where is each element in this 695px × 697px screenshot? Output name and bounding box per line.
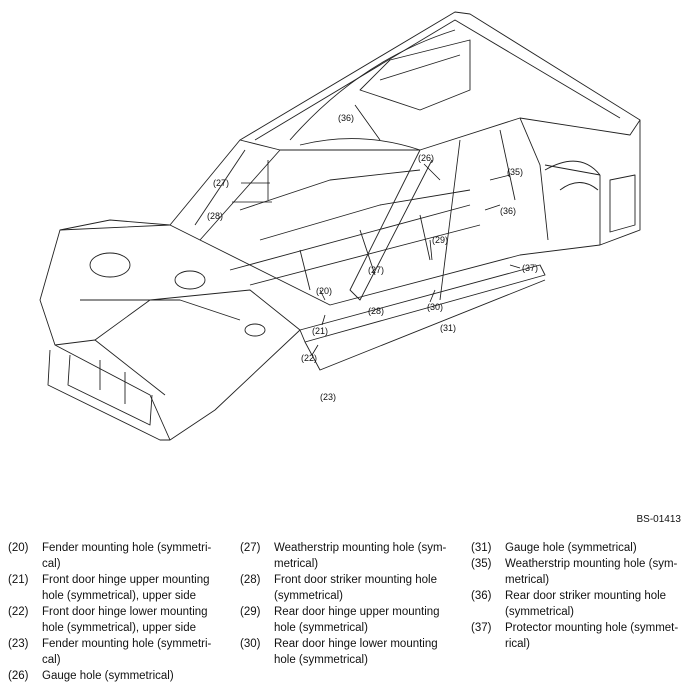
callout-28: (28) (207, 211, 223, 221)
legend-item: (26) Gauge hole (symmetrical) (8, 668, 233, 684)
legend-text: Weatherstrip mounting hole (sym- metrica… (505, 558, 678, 586)
callout-30: (30) (427, 302, 443, 312)
callout-36-b: (36) (500, 206, 516, 216)
legend-number: (27) (240, 542, 261, 554)
callout-27-b: (27) (368, 265, 384, 275)
legend-text: Rear door hinge upper mounting hole (sym… (274, 606, 440, 634)
callout-26: (26) (418, 153, 434, 163)
legend-item: (22) Front door hinge lower mounting hole… (8, 604, 233, 636)
legend-column-2: (27) Weatherstrip mounting hole (sym- met… (240, 540, 465, 668)
callout-37: (37) (522, 263, 538, 273)
legend-item: (30) Rear door hinge lower mounting hole … (240, 636, 465, 668)
callout-21: (21) (312, 326, 328, 336)
legend-item: (37) Protector mounting hole (symmet- ric… (471, 620, 686, 652)
callout-35: (35) (507, 167, 523, 177)
legend-number: (36) (471, 590, 492, 602)
legend-item: (21) Front door hinge upper mounting hole… (8, 572, 233, 604)
figure-code: BS-01413 (636, 514, 681, 525)
legend-column-3: (31) Gauge hole (symmetrical) (35) Weathers… (471, 540, 686, 652)
legend-number: (20) (8, 542, 29, 554)
legend-number: (22) (8, 606, 29, 618)
callout-29: (29) (432, 235, 448, 245)
legend-item: (28) Front door striker mounting hole (sy… (240, 572, 465, 604)
car-body-diagram: (20) (21) (22) (23) (26) (27) (27) (28) … (39, 11, 641, 441)
legend-item: (20) Fender mounting hole (symmetri- cal) (8, 540, 233, 572)
legend-number: (35) (471, 558, 492, 570)
legend-text: Gauge hole (symmetrical) (42, 670, 174, 682)
legend-number: (21) (8, 574, 29, 586)
legend-number: (28) (240, 574, 261, 586)
legend-number: (29) (240, 606, 261, 618)
legend-number: (37) (471, 622, 492, 634)
legend-text: Rear door striker mounting hole (symmetr… (505, 590, 667, 618)
legend-item: (27) Weatherstrip mounting hole (sym- met… (240, 540, 465, 572)
legend-text: Fender mounting hole (symmetri- cal) (42, 638, 212, 666)
legend-text: Protector mounting hole (symmet- rical) (505, 622, 679, 650)
legend-column-1: (20) Fender mounting hole (symmetri- cal)… (8, 540, 233, 684)
legend-number: (30) (240, 638, 261, 650)
legend-text: Front door hinge upper mounting hole (sy… (42, 574, 210, 602)
callout-labels: (20) (21) (22) (23) (26) (27) (27) (28) … (207, 113, 538, 402)
legend-text: Front door striker mounting hole (symmet… (274, 574, 437, 602)
legend-item: (29) Rear door hinge upper mounting hole … (240, 604, 465, 636)
callout-22: (22) (301, 353, 317, 363)
legend-text: Gauge hole (symmetrical) (505, 542, 637, 554)
legend-number: (23) (8, 638, 29, 650)
legend-number: (26) (8, 670, 29, 682)
legend-item: (35) Weatherstrip mounting hole (sym- met… (471, 556, 686, 588)
legend-text: Weatherstrip mounting hole (sym- metrica… (274, 542, 447, 570)
callout-27: (27) (213, 178, 229, 188)
leader-lines (232, 104, 521, 356)
legend-item: (31) Gauge hole (symmetrical) (471, 540, 686, 556)
callout-31: (31) (440, 323, 456, 333)
legend-text: Rear door hinge lower mounting hole (sym… (274, 638, 438, 666)
callout-28-b: (28) (368, 306, 384, 316)
legend-item: (23) Fender mounting hole (symmetri- cal) (8, 636, 233, 668)
callout-23: (23) (320, 392, 336, 402)
legend-text: Front door hinge lower mounting hole (sy… (42, 606, 208, 634)
legend-item: (36) Rear door striker mounting hole (sym… (471, 588, 686, 620)
callout-20: (20) (316, 286, 332, 296)
body-outline (39, 11, 641, 441)
legend-text: Fender mounting hole (symmetri- cal) (42, 542, 212, 570)
legend-number: (31) (471, 542, 492, 554)
callout-36: (36) (338, 113, 354, 123)
